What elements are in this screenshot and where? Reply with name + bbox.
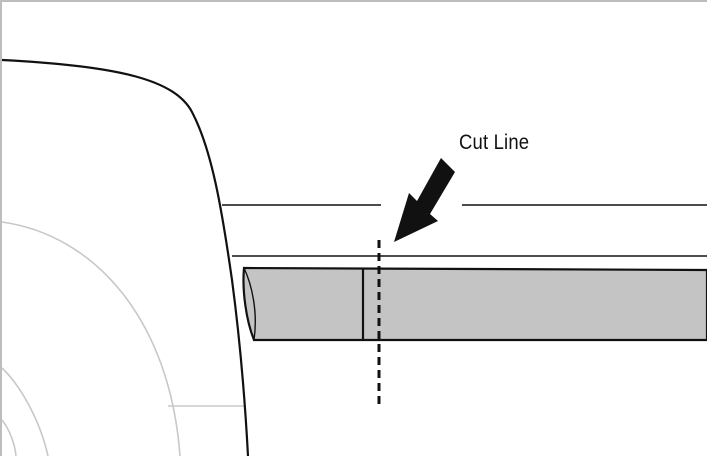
wheel-arc-innermost (1, 419, 17, 456)
wheel-arc-inner (1, 367, 49, 456)
fender-outline (1, 58, 250, 456)
molding-end-cap (243, 267, 256, 341)
wheel-arc-outer (1, 221, 181, 456)
door-crease-lines (222, 204, 707, 257)
arrow-icon (394, 158, 455, 242)
wheel-arcs (1, 221, 246, 456)
cut-line-label: Cut Line (459, 131, 530, 154)
molding-strip (242, 266, 707, 342)
